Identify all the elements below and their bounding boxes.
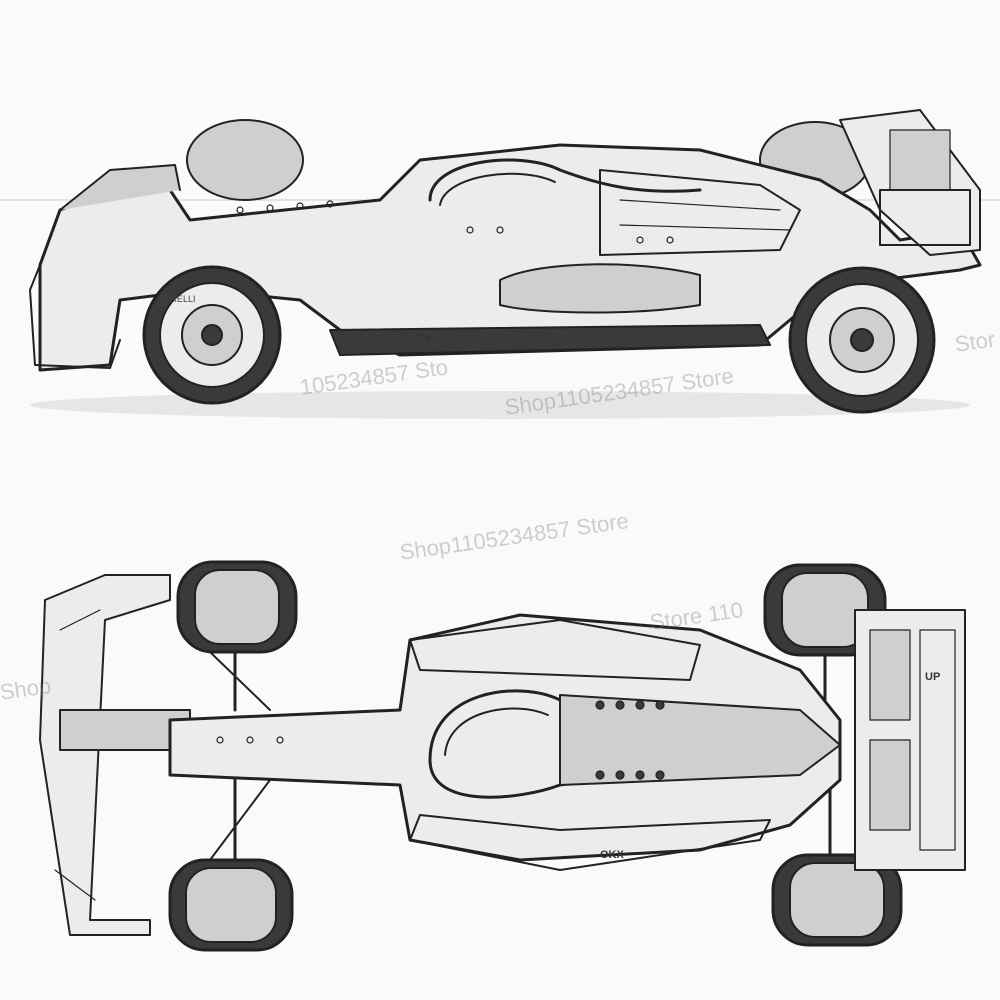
chassis: 74 [29,109,982,372]
technic-studs [216,700,665,780]
technic-holes [236,200,674,244]
top-car-number: OKX [600,849,625,861]
front-wheel-bottom [168,858,294,952]
front-tire-label: PIRELLI [162,294,196,304]
ground-shadow [30,391,970,419]
top-view-illustration: OKX UP Shop1105234857 Store Store 110 Sh… [0,508,1000,960]
rear-wheel [788,266,936,414]
front-wheel: PIRELLI [142,265,282,405]
side-view-illustration: 74 PIRELLI 105234857 Sto Shop1105234857 … [0,90,1000,430]
front-wheel-top [176,560,298,654]
rear-wheel-bottom [771,853,903,947]
chassis-top: OKX [168,613,842,871]
suspension [209,650,832,862]
side-car-number: 74 [418,333,431,345]
front-wing [39,574,191,936]
side-view-drawing: 74 PIRELLI [0,109,1000,419]
rear-wing-label: UP [925,671,940,683]
top-view-drawing: OKX UP [39,560,966,952]
rear-wing: UP [854,609,966,871]
